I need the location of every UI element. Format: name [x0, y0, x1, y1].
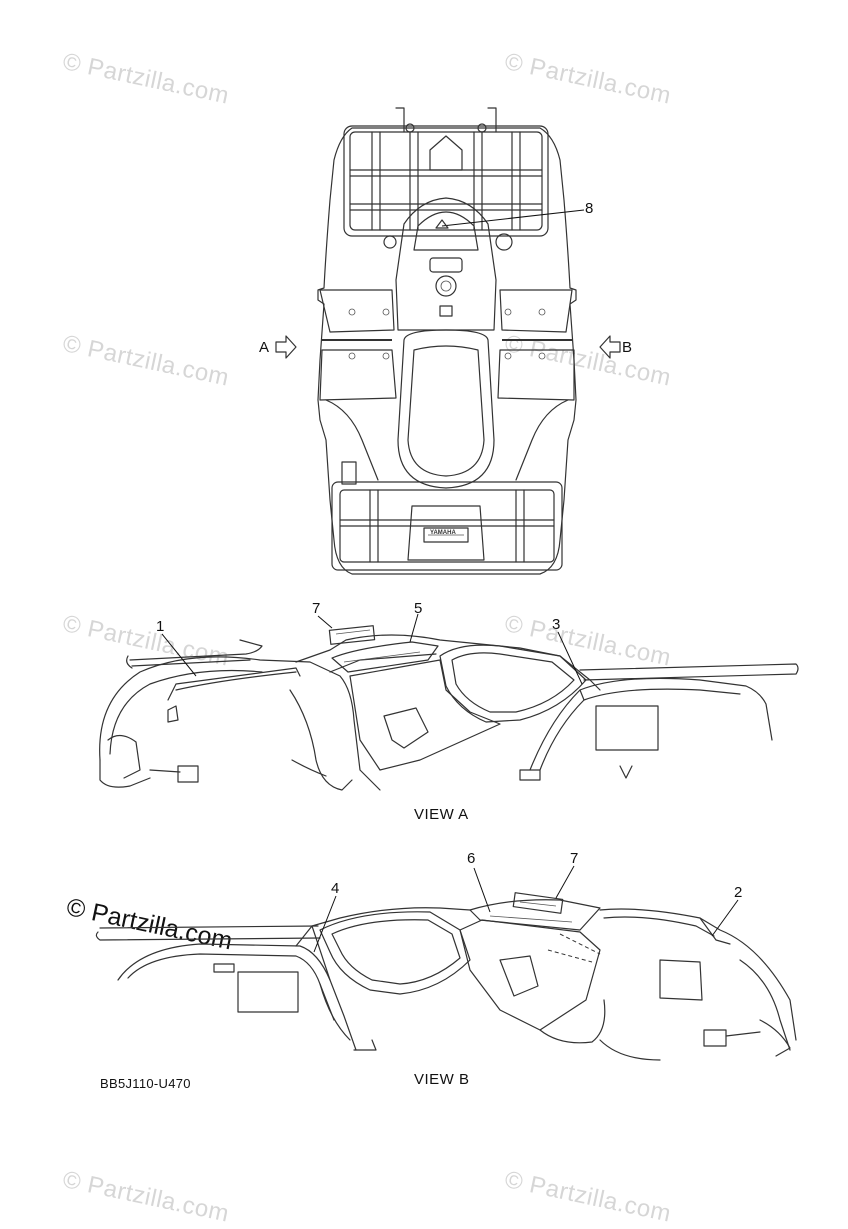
callout-8: 8	[585, 200, 594, 217]
callout-4: 4	[331, 880, 340, 897]
callout-7-view-a: 7	[312, 600, 321, 617]
view-b-title: VIEW B	[414, 1071, 470, 1088]
callout-7-view-b: 7	[570, 850, 579, 867]
parts-diagram-page: © Partzilla.com © Partzilla.com © Partzi…	[60, 48, 799, 1228]
atv-top-view	[275, 107, 621, 575]
atv-side-view-a	[99, 613, 799, 791]
view-b-arrow-label: B	[622, 339, 633, 356]
diagram-code: BB5J110-U470	[100, 1076, 191, 1091]
callout-1: 1	[156, 618, 165, 635]
callout-6: 6	[467, 850, 476, 867]
view-a-arrow-label: A	[259, 339, 270, 356]
yamaha-emblem-top-view: YAMAHA	[430, 530, 456, 536]
atv-side-view-b	[95, 865, 797, 1061]
atv-line-drawing	[95, 107, 799, 1061]
view-a-title: VIEW A	[414, 806, 469, 823]
callout-2: 2	[734, 884, 743, 901]
callout-5: 5	[414, 600, 423, 617]
callout-3: 3	[552, 616, 561, 633]
